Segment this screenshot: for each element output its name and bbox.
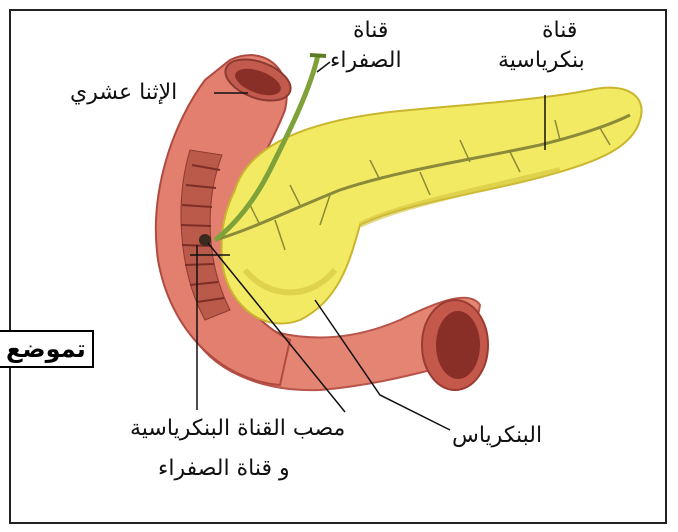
bile-duct-label-line2: الصفراء (330, 48, 402, 74)
duodenum-label: الإثنا عشري (70, 80, 177, 106)
outlet-label-line1: مصب القناة البنكرياسية (130, 416, 345, 442)
bile-duct-label-line1: قناة (353, 18, 388, 44)
location-box: تموضع (0, 330, 94, 368)
pancreas (222, 88, 642, 324)
outlet-label-line2: و قناة الصفراء (158, 456, 290, 482)
pancreatic-duct-label-line2: بنكرياسية (498, 48, 585, 74)
pancreatic-duct-label-line1: قناة (542, 18, 577, 44)
pancreas-label: البنكرياس (452, 423, 542, 449)
